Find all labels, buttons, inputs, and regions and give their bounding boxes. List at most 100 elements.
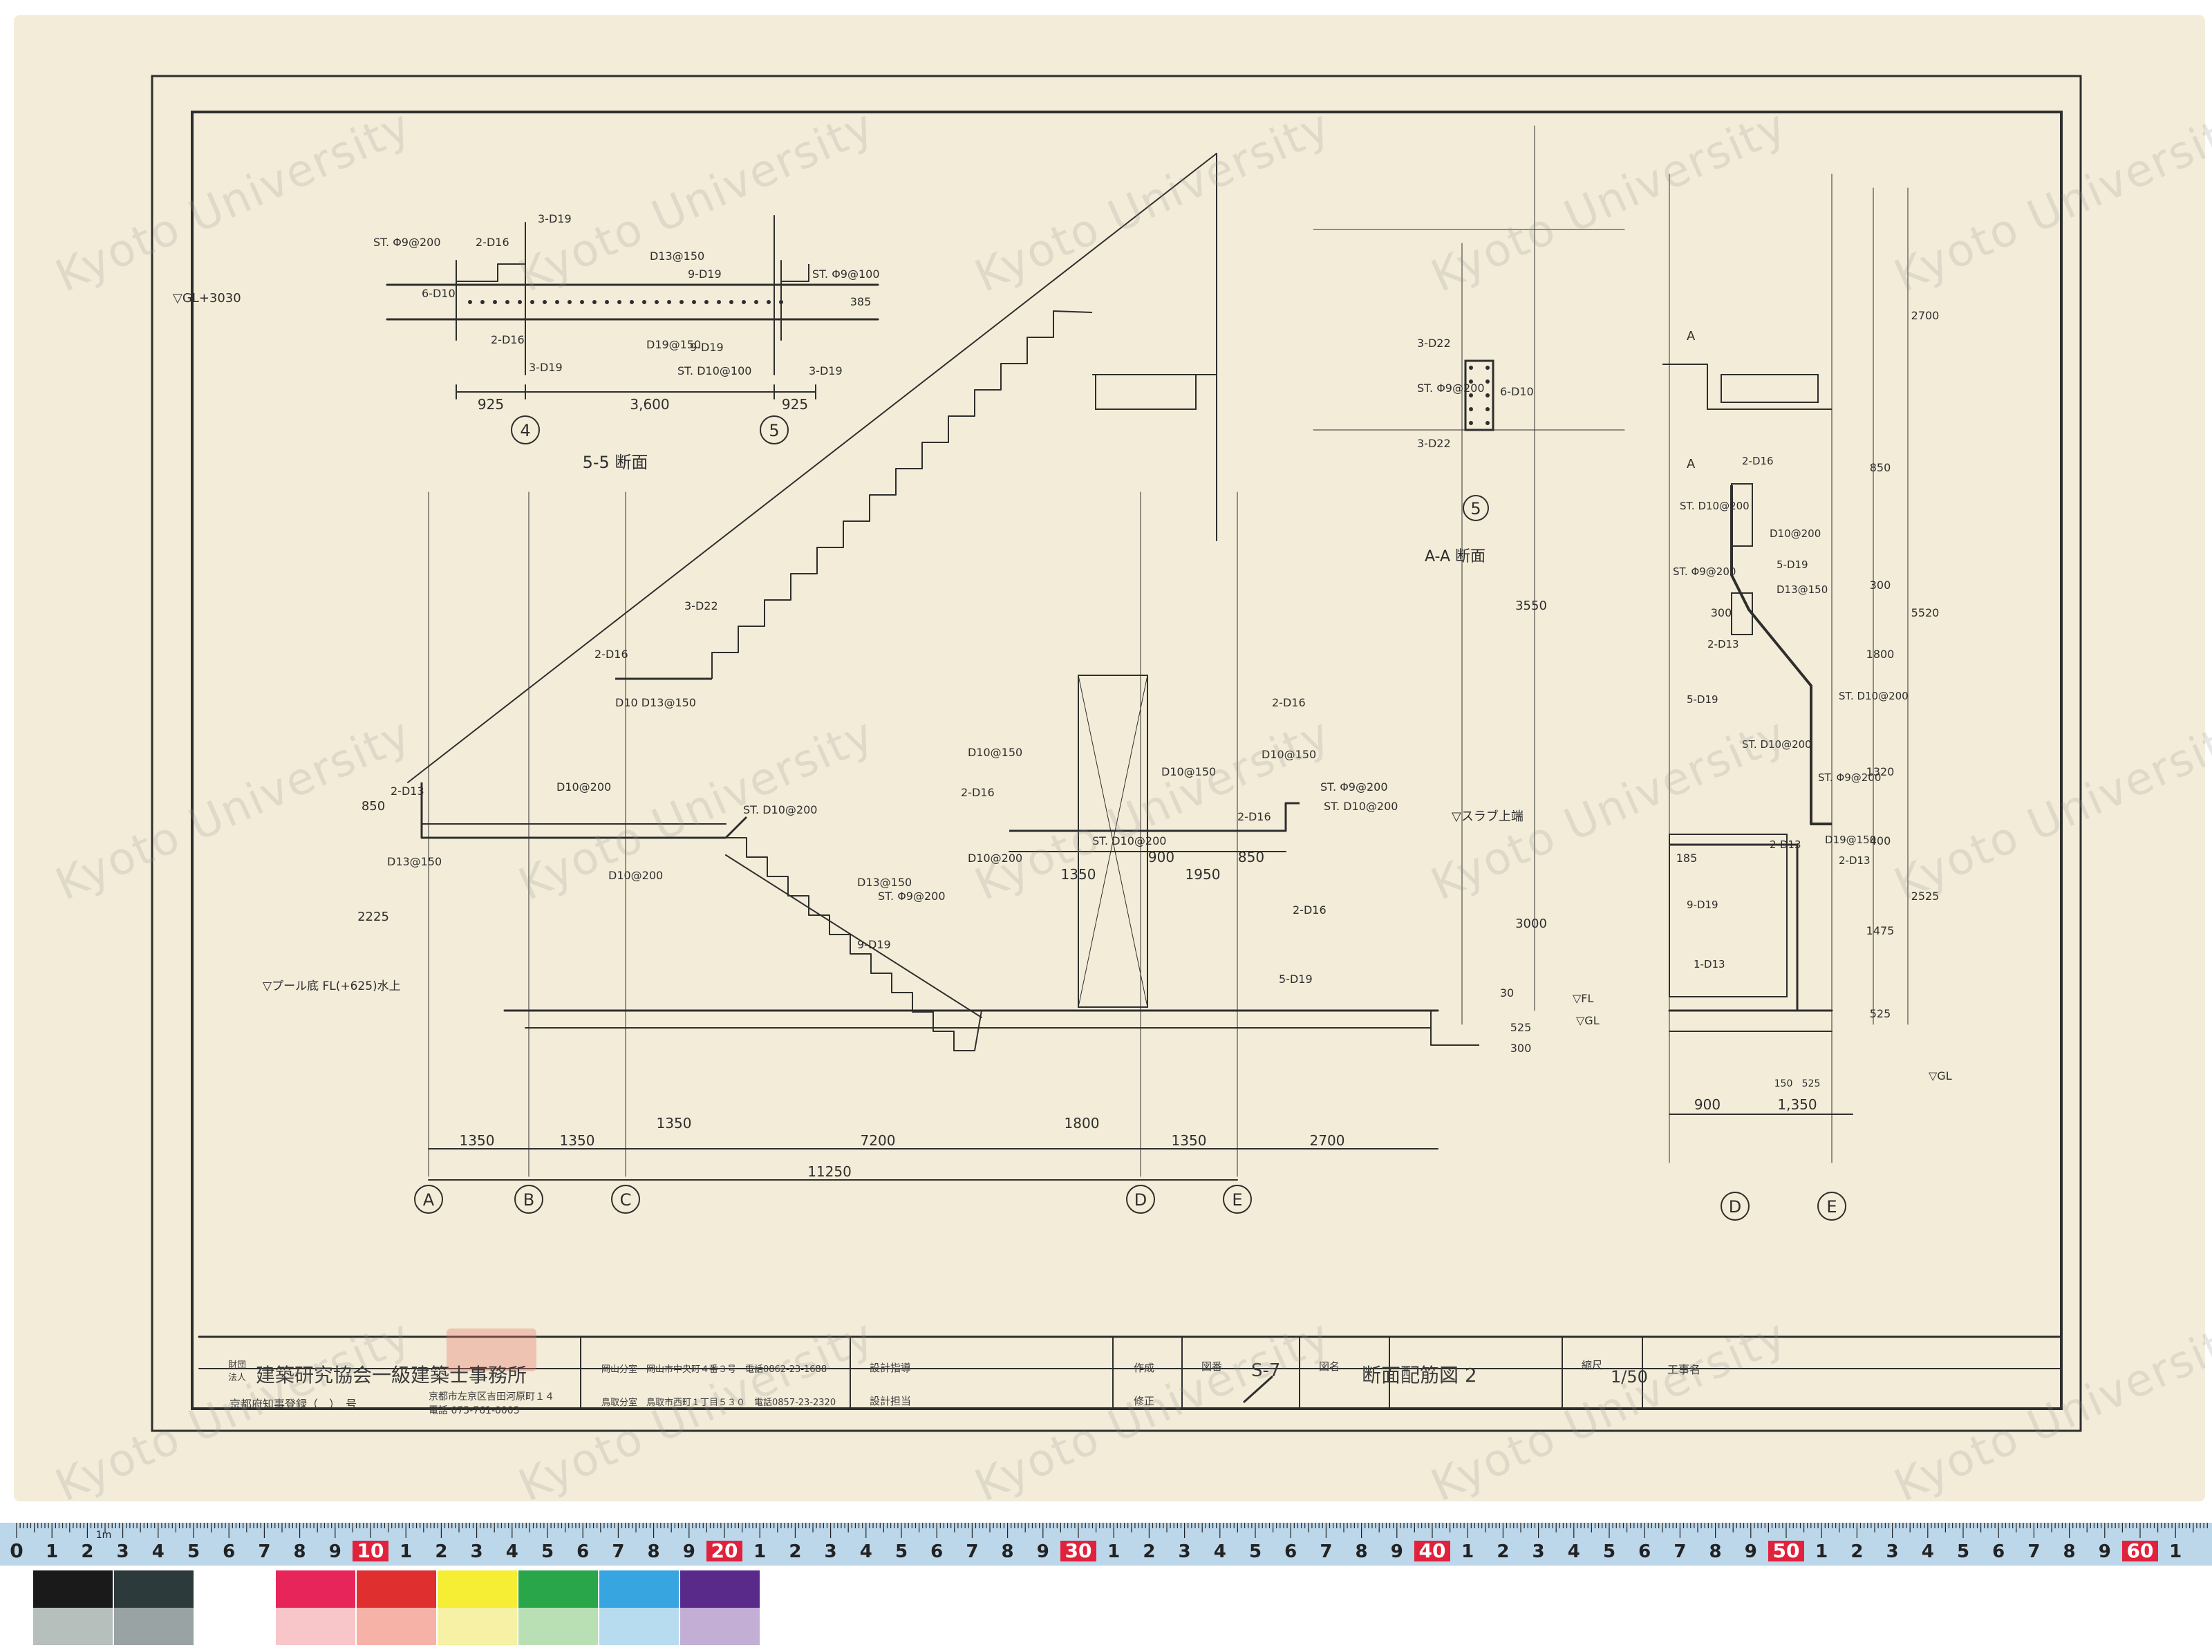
branch-tottori: 鳥取分室 鳥取市西町１丁目５３０ 電話0857-23-2320	[601, 1398, 836, 1408]
rebar-dot	[655, 300, 659, 304]
dim-text: 525	[1510, 1021, 1532, 1034]
dim-text: 3,600	[630, 396, 669, 413]
dim-text: 1,350	[1777, 1096, 1817, 1113]
outer-border	[151, 75, 2082, 1432]
dim-text: 1800	[1065, 1115, 1100, 1132]
rebar-dot	[580, 300, 584, 304]
rebar-label: ST. D10@200	[1092, 834, 1166, 847]
ruler-major-box	[706, 1541, 742, 1561]
grid-label-4: 4	[520, 421, 530, 440]
rebar-label: 2-D16	[491, 333, 525, 346]
rebar-dot	[518, 300, 522, 304]
org-prefix-bottom: 法人	[228, 1373, 247, 1383]
dim-text: 1350	[560, 1132, 595, 1149]
rebar-label: ST. D10@100	[677, 364, 751, 377]
grid-bubble	[1126, 1185, 1155, 1214]
rebar-label: D13@150	[1777, 583, 1828, 596]
ruler-major-label: 40	[1419, 1539, 1446, 1562]
grid-bubble	[611, 1185, 640, 1214]
rebar-label: 2-D16	[1293, 903, 1327, 917]
dim-text: 2700	[1911, 309, 1940, 322]
scale-label: 縮尺	[1582, 1359, 1603, 1371]
rebar-dot	[1469, 393, 1473, 397]
ruler-major-label: 0	[10, 1539, 23, 1562]
rebar-label: 9-D19	[857, 938, 891, 951]
ruler-major-label: 60	[2127, 1539, 2154, 1562]
rebar-label: D10@150	[1161, 765, 1216, 778]
dim-text: 900	[1694, 1096, 1721, 1113]
rebar-dot	[667, 300, 671, 304]
branch-okayama: 岡山分室 岡山市中央町４番３号 電話0862-23-1688	[601, 1364, 827, 1375]
stair-lower	[726, 837, 982, 1051]
grid-bubble	[1463, 495, 1489, 521]
rebar-label: 2-D13	[391, 785, 424, 798]
rebar-dot	[505, 300, 509, 304]
color-swatch	[599, 1570, 679, 1608]
ruler-digit: 7	[612, 1541, 624, 1562]
ruler-digit: 7	[1320, 1541, 1332, 1562]
rebar-dot	[568, 300, 572, 304]
color-swatch	[599, 1608, 679, 1645]
ruler-digit: 5	[541, 1541, 554, 1562]
slab-level-note: ▽スラブ上端	[1452, 809, 1524, 824]
grid-label-main: E	[1232, 1190, 1242, 1210]
rebar-label: 3-D19	[529, 361, 563, 374]
beam-step	[781, 264, 809, 282]
dim-text: 1350	[1061, 866, 1096, 883]
rebar-label: ST. Φ9@200	[1673, 565, 1736, 578]
grid-bubble	[511, 415, 540, 444]
dim-text: 300	[1510, 1042, 1532, 1055]
rebar-label: D10@150	[968, 746, 1022, 759]
ruler-digit: 2	[81, 1541, 93, 1562]
rebar-label: 2-D13	[1707, 638, 1739, 650]
rebar-label: 3-D19	[809, 364, 843, 377]
ruler-digit: 1	[753, 1541, 766, 1562]
drawing-name: 断面配筋図 2	[1362, 1364, 1477, 1387]
dim-text: 300	[1711, 606, 1732, 619]
rebar-label: 2-D16	[1742, 455, 1774, 467]
ruler-digit: 6	[1284, 1541, 1297, 1562]
dim-text: 2700	[1310, 1132, 1345, 1149]
ruler-digit: 8	[1709, 1541, 1722, 1562]
beam-step	[456, 263, 526, 282]
rebar-label: D13@150	[650, 250, 704, 263]
rebar-label: ST. Φ9@100	[812, 267, 880, 281]
rebar-label: 3-D19	[538, 212, 572, 225]
dim-text: 850	[362, 799, 385, 814]
ruler-digit: 2	[1497, 1541, 1509, 1562]
rebar-label: 9-D19	[690, 341, 724, 354]
dim-text: 1350	[460, 1132, 495, 1149]
ruler-digit: 4	[1214, 1541, 1226, 1562]
ruler-digit: 4	[1922, 1541, 1934, 1562]
gl-mark-right: ▽GL	[1929, 1069, 1952, 1082]
stair-soffit	[725, 854, 982, 1018]
dim-text: 525	[1802, 1078, 1821, 1089]
scale-value: 1/50	[1611, 1367, 1648, 1387]
drawing-number-slash	[1243, 1376, 1273, 1403]
color-swatch	[680, 1608, 760, 1645]
dim-text: 850	[1870, 461, 1891, 474]
ruler-digit: 9	[2099, 1541, 2111, 1562]
rebar-dot	[1469, 366, 1473, 370]
grid-label-right-e: E	[1826, 1197, 1837, 1217]
dim-text: 1320	[1866, 765, 1895, 778]
ruler-digit: 1	[1815, 1541, 1828, 1562]
rebar-dot	[642, 300, 646, 304]
grid-bubble	[1721, 1192, 1750, 1221]
ruler-digit: 4	[860, 1541, 872, 1562]
ruler-major-box	[353, 1541, 388, 1561]
ruler-digit: 1	[46, 1541, 58, 1562]
dim-text: 3550	[1515, 599, 1547, 613]
rebar-label: ST. D10@200	[1742, 738, 1812, 751]
rebar-label: 6-D10	[1500, 385, 1534, 398]
section-mark-a: A	[1687, 329, 1696, 344]
ruler-digit: 9	[329, 1541, 341, 1562]
dim-text: 3000	[1515, 917, 1547, 931]
ruler-digit: 6	[1992, 1541, 2005, 1562]
right-stair-section	[1730, 485, 1832, 825]
ruler-digit: 5	[1249, 1541, 1262, 1562]
rebar-label: D10@150	[1262, 748, 1316, 761]
color-swatch	[357, 1570, 436, 1608]
rebar-label: 2-D16	[1272, 696, 1306, 709]
